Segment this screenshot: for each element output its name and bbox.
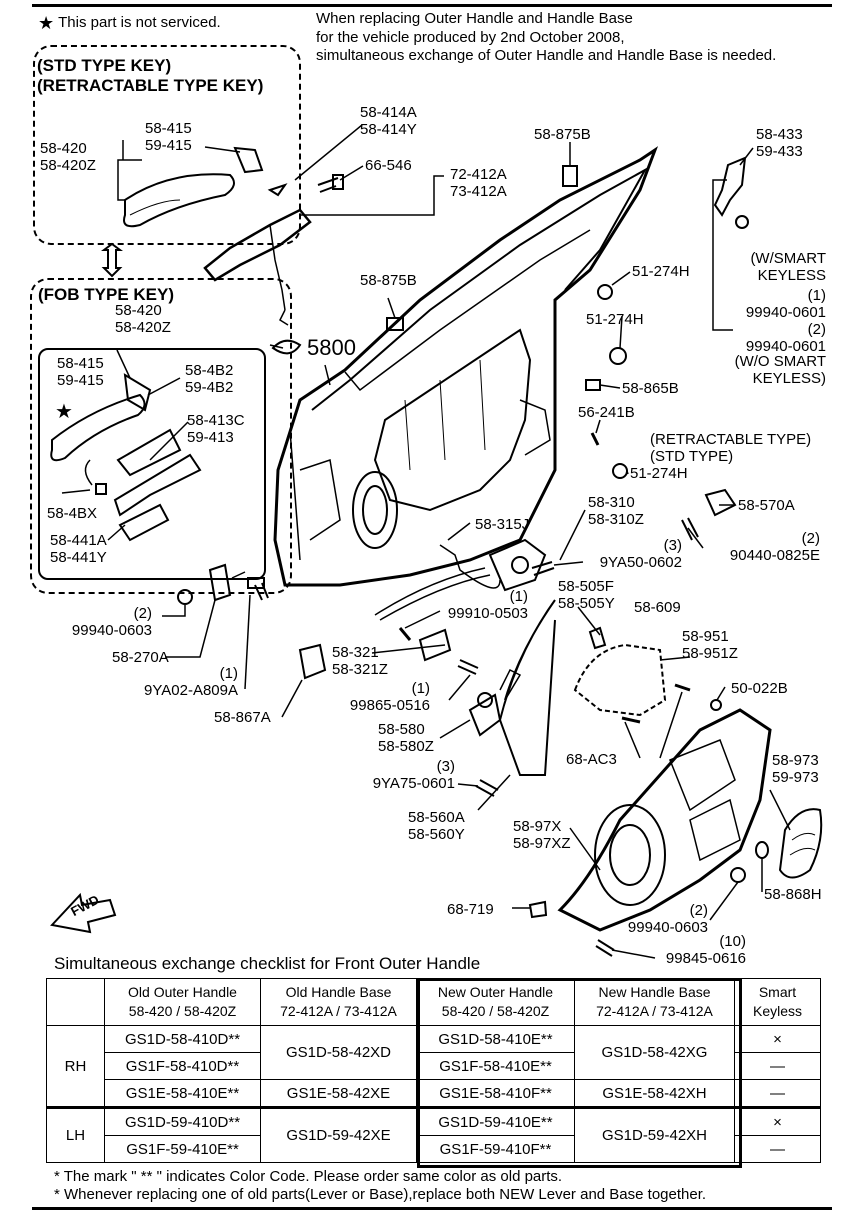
- label-58-609: 58-609: [634, 599, 681, 616]
- label-51-274h-a: 51-274H: [632, 263, 690, 280]
- table-row: LH GS1D-59-410D** GS1D-59-42XE GS1D-59-4…: [46, 1107, 821, 1163]
- label-9ya50-0602: (3)9YA50-0602: [599, 537, 682, 571]
- label-58-875b-mid: 58-875B: [360, 272, 417, 289]
- not-serviced-text: This part is not serviced.: [58, 14, 221, 31]
- side-rh: RH: [46, 1025, 105, 1108]
- label-99910-0503: (1)99910-0503: [447, 588, 528, 622]
- label-56-241b: 56-241B: [578, 404, 635, 421]
- table-row: GS1E-58-410E** GS1E-58-42XE GS1E-58-410F…: [47, 1079, 821, 1108]
- table-row: RH GS1D-58-410D** GS1D-58-42XD GS1D-58-4…: [46, 1025, 821, 1108]
- label-50-022b: 50-022B: [731, 680, 788, 697]
- label-9ya02-a809a: (1)9YA02-A809A: [144, 665, 238, 699]
- label-58-875b-top: 58-875B: [534, 126, 591, 143]
- footnote-color-code: * The mark " ** " indicates Color Code. …: [54, 1168, 563, 1185]
- not-serviced-legend: ★ This part is not serviced.: [38, 12, 221, 33]
- label-58-315j: 58-315J: [475, 516, 530, 533]
- svg-text:★: ★: [55, 399, 73, 423]
- label-99845-0616: (10)99845-0616: [665, 933, 746, 967]
- footnote-replace-both: * Whenever replacing one of old parts(Le…: [54, 1186, 707, 1203]
- label-99940-0601: (1)99940-0601(2)99940-0601: [745, 287, 826, 355]
- label-58-868h: 58-868H: [764, 886, 822, 903]
- label-68-ac3: 68-AC3: [566, 751, 617, 768]
- fob-key-title: (FOB TYPE KEY): [38, 285, 175, 304]
- checklist-title: Simultaneous exchange checklist for Fron…: [54, 954, 481, 973]
- label-99940-0603-right: (2)99940-0603: [627, 902, 708, 936]
- label-58-570a: 58-570A: [738, 497, 795, 514]
- label-58-867a: 58-867A: [214, 709, 271, 726]
- fob-inner-box: [38, 348, 266, 580]
- side-lh: LH: [46, 1107, 105, 1163]
- top-rule: [32, 4, 832, 7]
- label-66-546: 66-546: [365, 157, 412, 174]
- label-90440-0825e: (2)90440-0825E: [729, 530, 820, 564]
- label-99865-0516: (1)99865-0516: [349, 680, 430, 714]
- label-retractable-std: (RETRACTABLE TYPE)(STD TYPE): [650, 431, 812, 465]
- replacement-note: When replacing Outer Handle and Handle B…: [316, 10, 777, 64]
- label-99940-0603-left: (2)99940-0603: [71, 605, 152, 639]
- star-icon: ★: [38, 12, 55, 33]
- label-9ya75-0601: (3)9YA75-0601: [372, 758, 455, 792]
- label-5800: 5800: [307, 335, 356, 360]
- std-key-box: [33, 45, 301, 245]
- label-58-4bx: 58-4BX: [47, 505, 98, 522]
- label-58-270a: 58-270A: [112, 649, 169, 666]
- table-row: GS1F-59-410E** GS1F-59-410F** —: [47, 1135, 821, 1163]
- label-51-274h-b: 51-274H: [586, 311, 644, 328]
- label-51-274h-c: 51-274H: [630, 465, 688, 482]
- bottom-rule: [32, 1207, 832, 1210]
- label-58-865b: 58-865B: [622, 380, 679, 397]
- label-68-719: 68-719: [447, 901, 494, 918]
- std-key-title: (STD TYPE KEY) (RETRACTABLE TYPE KEY): [37, 56, 264, 95]
